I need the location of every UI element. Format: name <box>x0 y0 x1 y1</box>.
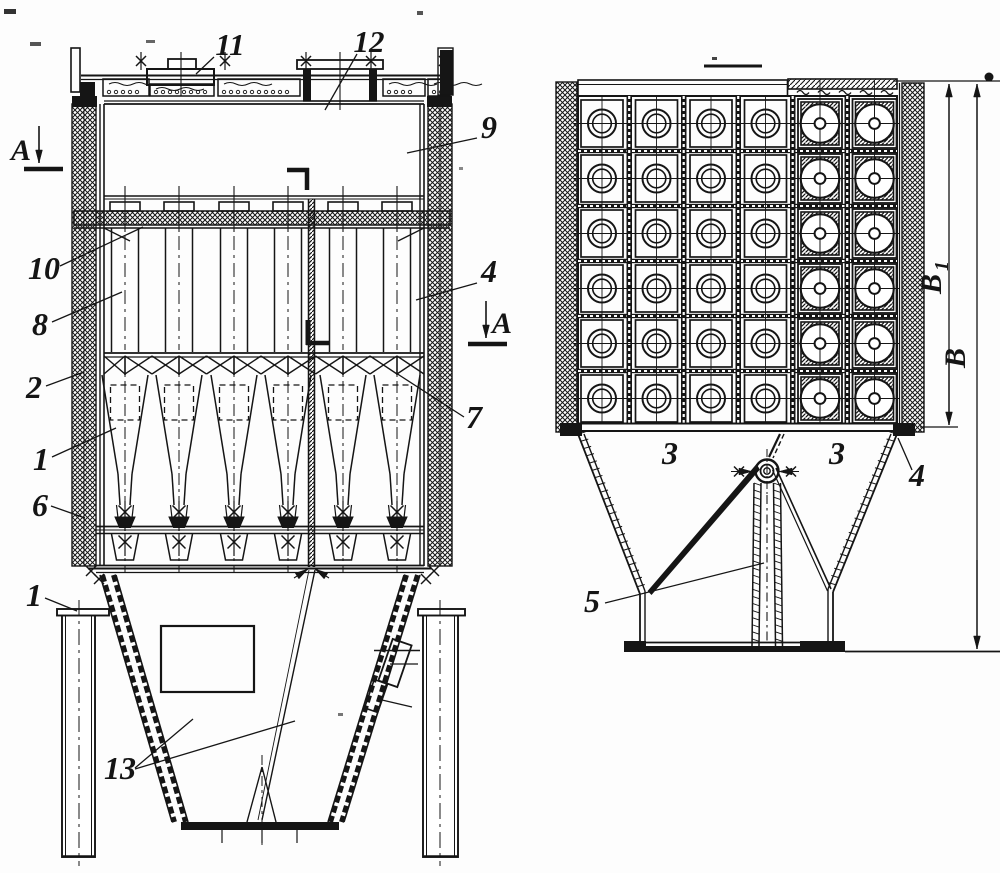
svg-text:4: 4 <box>480 253 497 289</box>
svg-text:8: 8 <box>32 306 48 342</box>
svg-text:3: 3 <box>828 435 845 471</box>
svg-text:2: 2 <box>25 369 42 405</box>
svg-text:6: 6 <box>32 487 48 523</box>
svg-text:B: B <box>915 274 948 295</box>
svg-text:A: A <box>490 307 512 340</box>
svg-text:1: 1 <box>33 441 49 477</box>
svg-text:9: 9 <box>481 109 497 145</box>
svg-text:5: 5 <box>584 583 600 619</box>
svg-text:1: 1 <box>931 261 953 271</box>
svg-text:7: 7 <box>466 399 484 435</box>
svg-text:1: 1 <box>26 577 42 613</box>
svg-text:B: B <box>939 348 972 369</box>
svg-text:11: 11 <box>215 27 244 62</box>
svg-text:12: 12 <box>354 24 385 59</box>
svg-text:A: A <box>9 134 31 167</box>
svg-text:3: 3 <box>661 435 678 471</box>
svg-text:13: 13 <box>104 750 136 786</box>
svg-text:10: 10 <box>28 250 60 286</box>
svg-text:4: 4 <box>908 457 925 493</box>
